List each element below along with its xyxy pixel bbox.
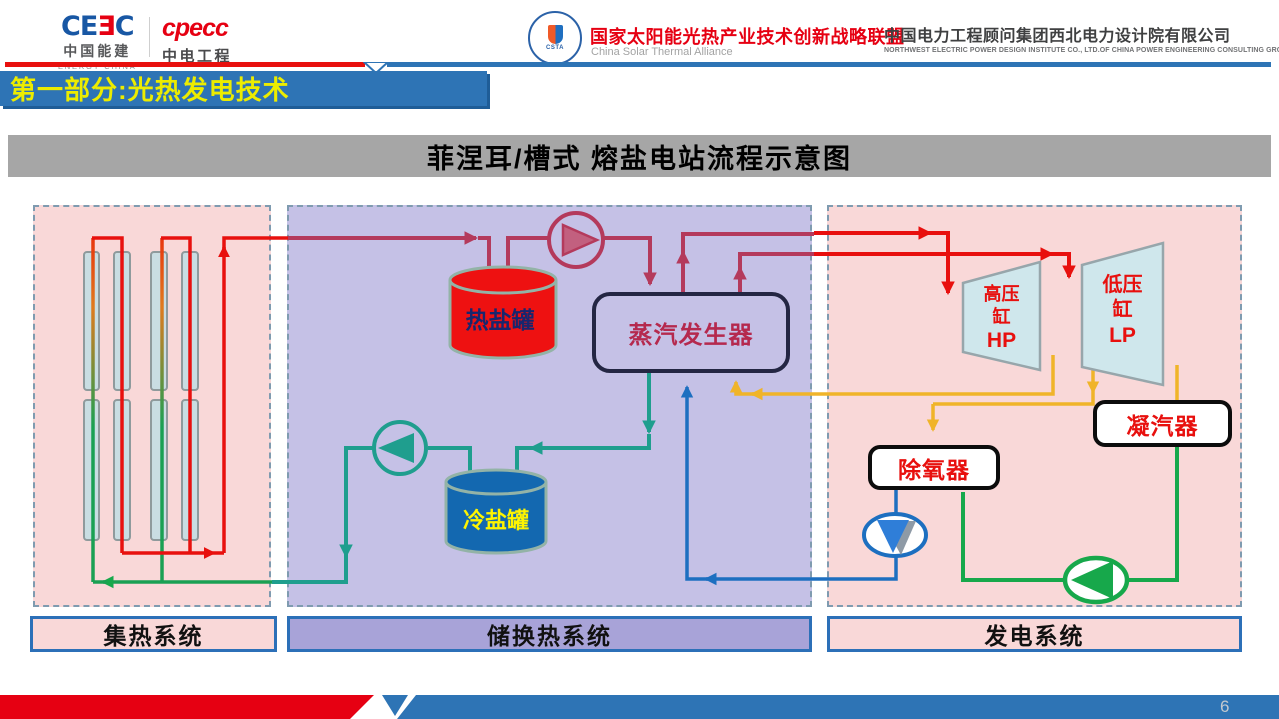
- company-name: 中国电力工程顾问集团西北电力设计院有限公司: [884, 28, 1231, 45]
- system-label-storage-text: 储换热系统: [487, 623, 612, 649]
- system-label-collector-text: 集热系统: [103, 623, 204, 649]
- lp-line2: 缸: [1112, 298, 1133, 321]
- condenser: 凝汽器: [1093, 400, 1232, 447]
- system-label-collector: 集热系统: [30, 616, 277, 652]
- ceec-logo-letters: CEƎC: [61, 11, 135, 42]
- hot-tank-label: 热盐罐: [465, 307, 535, 333]
- alliance-subtitle: China Solar Thermal Alliance: [591, 46, 733, 58]
- steam-generator-label: 蒸汽发生器: [628, 322, 754, 349]
- deaerator-label: 除氧器: [898, 456, 970, 483]
- section-banner-title: 第一部分:光热发电技术: [10, 75, 290, 105]
- hp-line2: 缸: [992, 306, 1011, 327]
- system-label-storage: 储换热系统: [287, 616, 812, 652]
- system-label-power-text: 发电系统: [984, 623, 1085, 649]
- cpecc-logo: cpecc 中电工程: [162, 16, 232, 66]
- logo-divider: [149, 17, 150, 57]
- diagram-title: 菲涅耳/槽式 熔盐电站流程示意图: [426, 143, 852, 174]
- csta-logo: CSTA: [528, 11, 582, 65]
- lp-line1: 低压: [1102, 273, 1143, 296]
- deaerator: 除氧器: [868, 445, 1000, 490]
- diagram-title-bar: 菲涅耳/槽式 熔盐电站流程示意图: [8, 135, 1271, 177]
- csta-shield-icon: [547, 25, 563, 44]
- alliance-title: 国家太阳能光热产业技术创新战略联盟: [590, 27, 905, 47]
- csta-badge: CSTA: [546, 45, 564, 51]
- header-rule-red: [5, 62, 365, 67]
- hp-abbr: HP: [986, 329, 1017, 353]
- steam-generator: 蒸汽发生器: [592, 292, 790, 373]
- system-label-power: 发电系统: [827, 616, 1242, 652]
- footer-bar-blue: [397, 695, 1279, 719]
- collector-system-panel: [33, 205, 271, 607]
- condenser-label: 凝汽器: [1126, 412, 1199, 439]
- ceec-name-cn: 中国能建: [63, 43, 132, 59]
- footer-bar-wedge: [382, 695, 408, 716]
- header-rule-blue: [387, 62, 1271, 67]
- footer-bar-red: [0, 695, 374, 719]
- cold-tank-label: 冷盐罐: [462, 508, 529, 533]
- header-rule-chevron-icon: [363, 62, 389, 75]
- company-subtitle: NORTHWEST ELECTRIC POWER DESIGN INSTITUT…: [884, 47, 1279, 54]
- footer-bar: [0, 695, 1279, 719]
- storage-system-panel: [287, 205, 812, 607]
- hp-line1: 高压: [983, 284, 1020, 305]
- hp-turbine-label: 高压 缸 HP: [963, 272, 1040, 366]
- page-number: 6: [1220, 697, 1230, 716]
- section-banner: 第一部分:光热发电技术: [0, 71, 487, 106]
- lp-turbine-label: 低压 缸 LP: [1082, 252, 1163, 370]
- lp-abbr: LP: [1109, 323, 1136, 347]
- cpecc-logo-letters: cpecc: [162, 14, 229, 42]
- cpecc-name-cn: 中电工程: [162, 48, 233, 65]
